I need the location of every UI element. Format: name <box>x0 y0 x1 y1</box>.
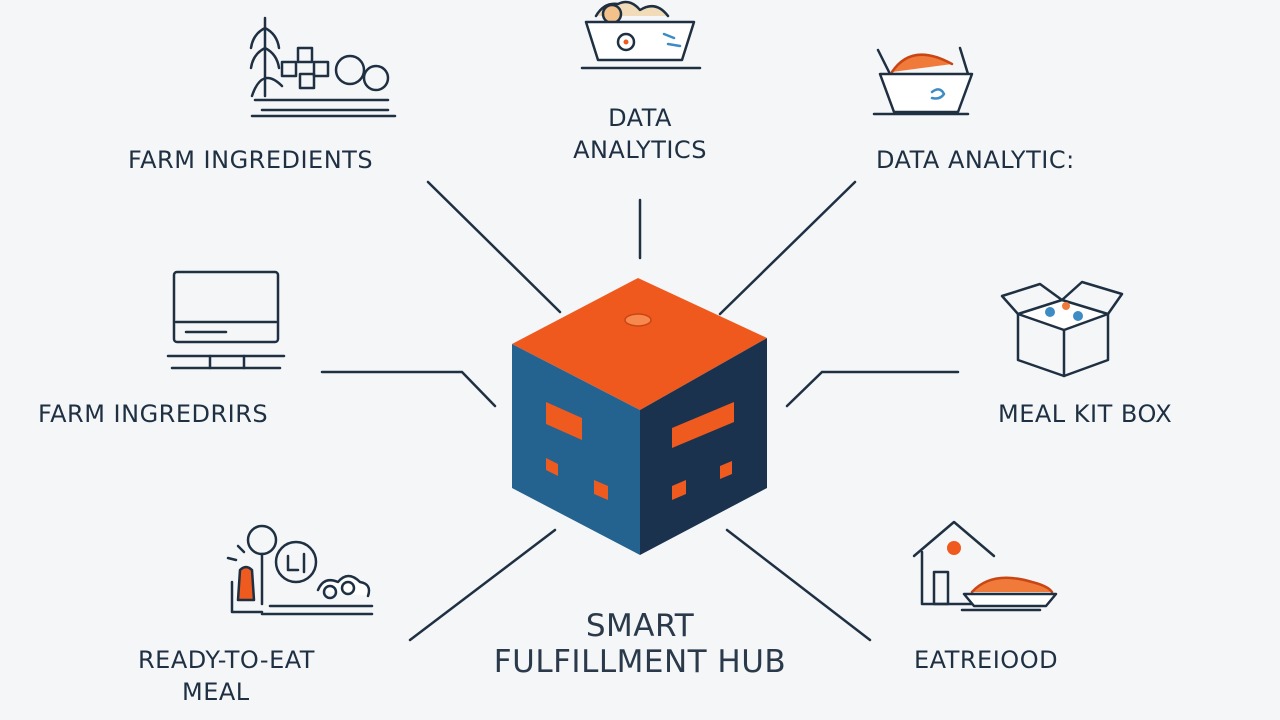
cube-left-dot-1 <box>546 458 558 476</box>
connector-mid-left <box>320 370 497 408</box>
food-basket-icon <box>872 46 974 116</box>
cube-left-face <box>512 344 640 555</box>
label-farm-ingredrirs: FARM INGREDRIRS <box>38 400 269 428</box>
hub-title-line1: SMART <box>585 608 695 644</box>
connector-top-left <box>426 180 562 314</box>
connector-mid-right <box>785 370 960 408</box>
hub-title: SMART FULFILLMENT HUB <box>440 608 840 680</box>
label-data-analytic-right: DATA ANALYTIC: <box>876 146 1075 174</box>
cube-left-slot <box>546 402 582 440</box>
cube-right-dot-1 <box>672 480 686 500</box>
cube-right-dot-2 <box>720 461 732 479</box>
connector-bottom-right <box>725 528 872 642</box>
hub-cube <box>512 278 767 555</box>
cube-top-face <box>512 278 767 410</box>
label-ready-to-eat-line1: READY-TO-EAT <box>138 646 315 674</box>
connector-bottom-left <box>408 528 557 642</box>
label-farm-ingredients: FARM INGREDIENTS <box>128 146 374 174</box>
label-meal-kit-box: MEAL KIT BOX <box>998 400 1173 428</box>
hub-title-line2: FULFILLMENT HUB <box>493 644 787 680</box>
meal-kit-box-icon <box>1000 280 1124 378</box>
garden-produce-icon <box>226 524 374 616</box>
cube-left-dot-2 <box>594 480 608 500</box>
label-eatreiood: EATREIOOD <box>914 646 1059 674</box>
farm-icon <box>249 16 397 118</box>
cube-right-slot <box>672 402 734 448</box>
ingredient-bowl-icon <box>580 0 702 70</box>
cube-top-button <box>624 313 652 327</box>
label-data-analytics-line2: ANALYTICS <box>573 136 707 164</box>
label-data-analytics-line1: DATA <box>608 104 672 132</box>
cube-right-face <box>640 338 767 555</box>
connector-top-right <box>718 180 857 316</box>
label-ready-to-eat-meal: READY-TO-EAT MEAL <box>118 644 380 708</box>
label-ready-to-eat-line2: MEAL <box>182 678 250 706</box>
label-data-analytics: DATA ANALYTICS <box>540 102 740 166</box>
house-food-icon <box>912 520 1058 612</box>
computer-monitor-icon <box>166 270 286 370</box>
